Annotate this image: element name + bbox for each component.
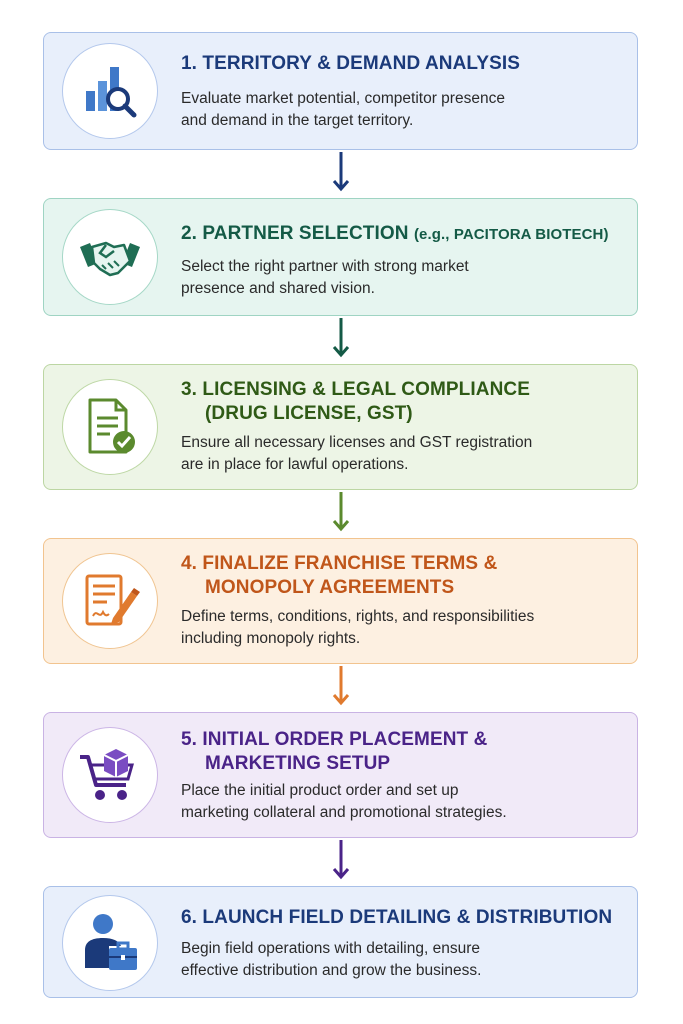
arrow-down-icon	[332, 318, 350, 358]
step-3-card	[43, 364, 638, 490]
step-2-description: Select the right partner with strong mar…	[181, 258, 469, 297]
arrow-down-icon	[332, 152, 350, 192]
step-2-title: 2. PARTNER SELECTION (e.g., PACITORA BIO…	[181, 223, 609, 244]
person-briefcase-icon	[62, 895, 158, 991]
step-1-title: 1. TERRITORY & DEMAND ANALYSIS	[181, 53, 521, 74]
step-4-title: 4. FINALIZE FRANCHISE TERMS & MONOPOLY A…	[181, 553, 498, 598]
step-6-title: 6. LAUNCH FIELD DETAILING & DISTRIBUTION	[181, 907, 613, 928]
step-5-description: Place the initial product order and set …	[181, 782, 507, 821]
step-5-title: 5. INITIAL ORDER PLACEMENT & MARKETING S…	[181, 729, 488, 774]
contract-pen-icon	[62, 553, 158, 649]
step-4-card	[43, 538, 638, 664]
step-2-card	[43, 198, 638, 316]
arrow-down-icon	[332, 666, 350, 706]
step-2-title-example: (e.g., PACITORA BIOTECH)	[413, 226, 609, 243]
step-4-description: Define terms, conditions, rights, and re…	[181, 608, 535, 647]
step-3-title: 3. LICENSING & LEGAL COMPLIANCE (DRUG LI…	[181, 379, 530, 424]
step-6-card	[43, 886, 638, 998]
step-5-card	[43, 712, 638, 838]
handshake-icon	[62, 209, 158, 305]
bar-chart-magnifier-icon	[62, 43, 158, 139]
step-1-description: Evaluate market potential, competitor pr…	[181, 90, 505, 129]
cart-box-icon	[62, 727, 158, 823]
document-check-icon	[62, 379, 158, 475]
arrow-down-icon	[332, 840, 350, 880]
step-1-card	[43, 32, 638, 150]
arrow-down-icon	[332, 492, 350, 532]
step-3-description: Ensure all necessary licenses and GST re…	[181, 434, 533, 473]
step-6-description: Begin field operations with detailing, e…	[181, 940, 482, 979]
